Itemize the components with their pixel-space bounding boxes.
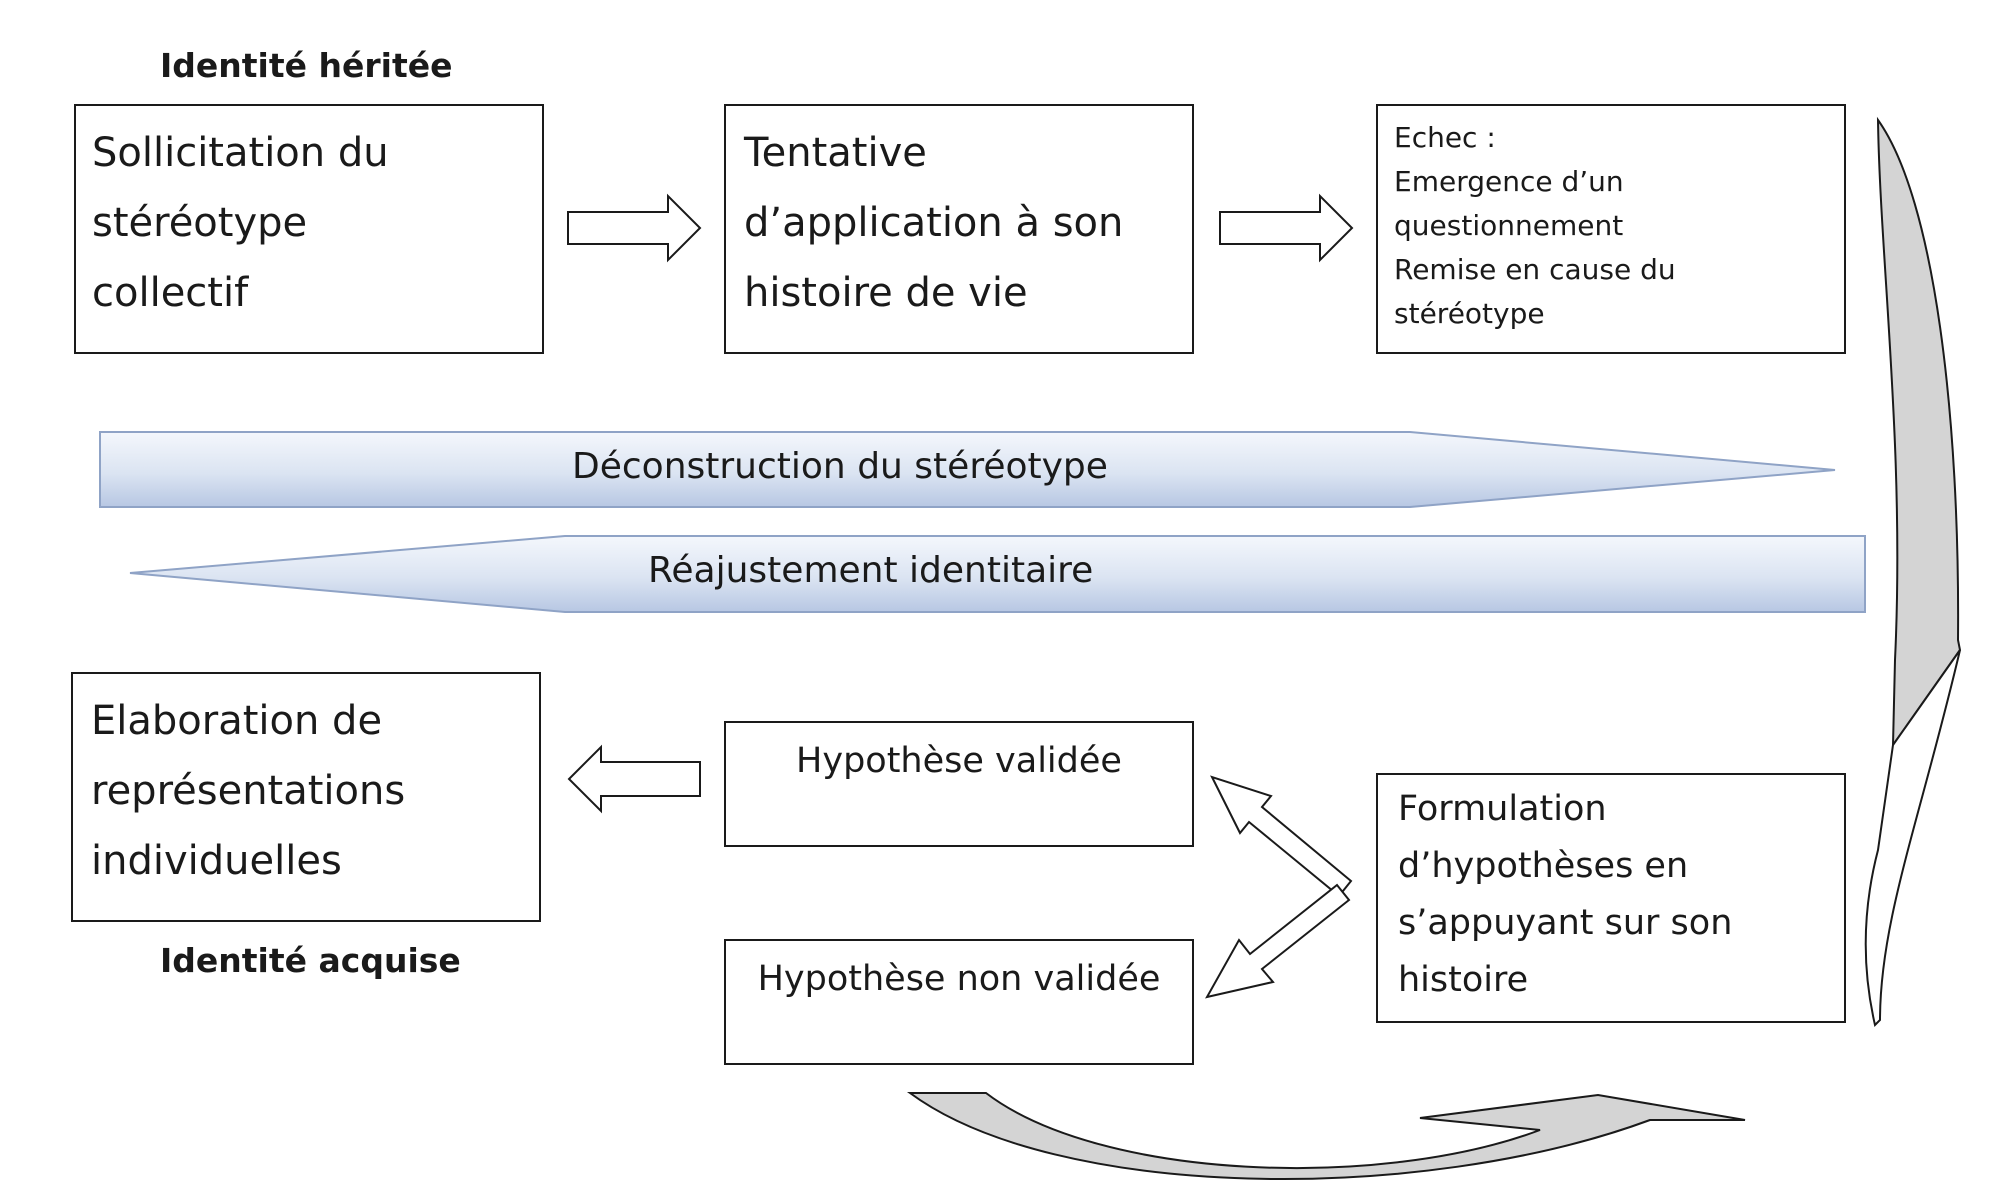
curved-arrow-right-side: [1876, 116, 1962, 749]
reajustement-label: Réajustement identitaire: [648, 550, 1094, 591]
heading-acquired-identity: Identité acquise: [160, 941, 461, 980]
box-hypothese-non-validee: Hypothèse non validée: [724, 939, 1194, 1065]
tentative-text: Tentative d’application à son histoire d…: [744, 130, 1124, 316]
hypothese-validee-text: Hypothèse validée: [796, 741, 1122, 781]
box-formulation: Formulation d’hypothèses en s’appuyant s…: [1376, 773, 1846, 1023]
deconstruction-band-arrow: [99, 431, 1836, 508]
arrow-tentative-to-echec: [1219, 193, 1354, 263]
reajustement-band-arrow: [129, 535, 1866, 613]
sollicitation-text: Sollicitation du stéréotype collectif: [92, 130, 389, 316]
arrow-formulation-to-validee: [1210, 775, 1353, 898]
arrow-formulation-to-non-validee: [1205, 883, 1351, 999]
box-elaboration: Elaboration de représentations individue…: [71, 672, 541, 922]
curved-arrow-bottom: [906, 1092, 1746, 1180]
box-echec: Echec : Emergence d’un questionnement Re…: [1376, 104, 1846, 354]
box-hypothese-validee: Hypothèse validée: [724, 721, 1194, 847]
curved-arrow-right-side-return: [1864, 649, 1961, 1027]
box-tentative: Tentative d’application à son histoire d…: [724, 104, 1194, 354]
formulation-text: Formulation d’hypothèses en s’appuyant s…: [1398, 789, 1733, 1000]
box-sollicitation: Sollicitation du stéréotype collectif: [74, 104, 544, 354]
arrow-validee-to-elaboration: [567, 744, 701, 814]
heading-inherited-identity: Identité héritée: [160, 46, 453, 85]
arrow-sollicitation-to-tentative: [567, 193, 702, 263]
deconstruction-label: Déconstruction du stéréotype: [572, 446, 1108, 487]
echec-text: Echec : Emergence d’un questionnement Re…: [1394, 121, 1676, 330]
elaboration-text: Elaboration de représentations individue…: [91, 698, 406, 884]
hypothese-non-validee-text: Hypothèse non validée: [757, 959, 1161, 999]
